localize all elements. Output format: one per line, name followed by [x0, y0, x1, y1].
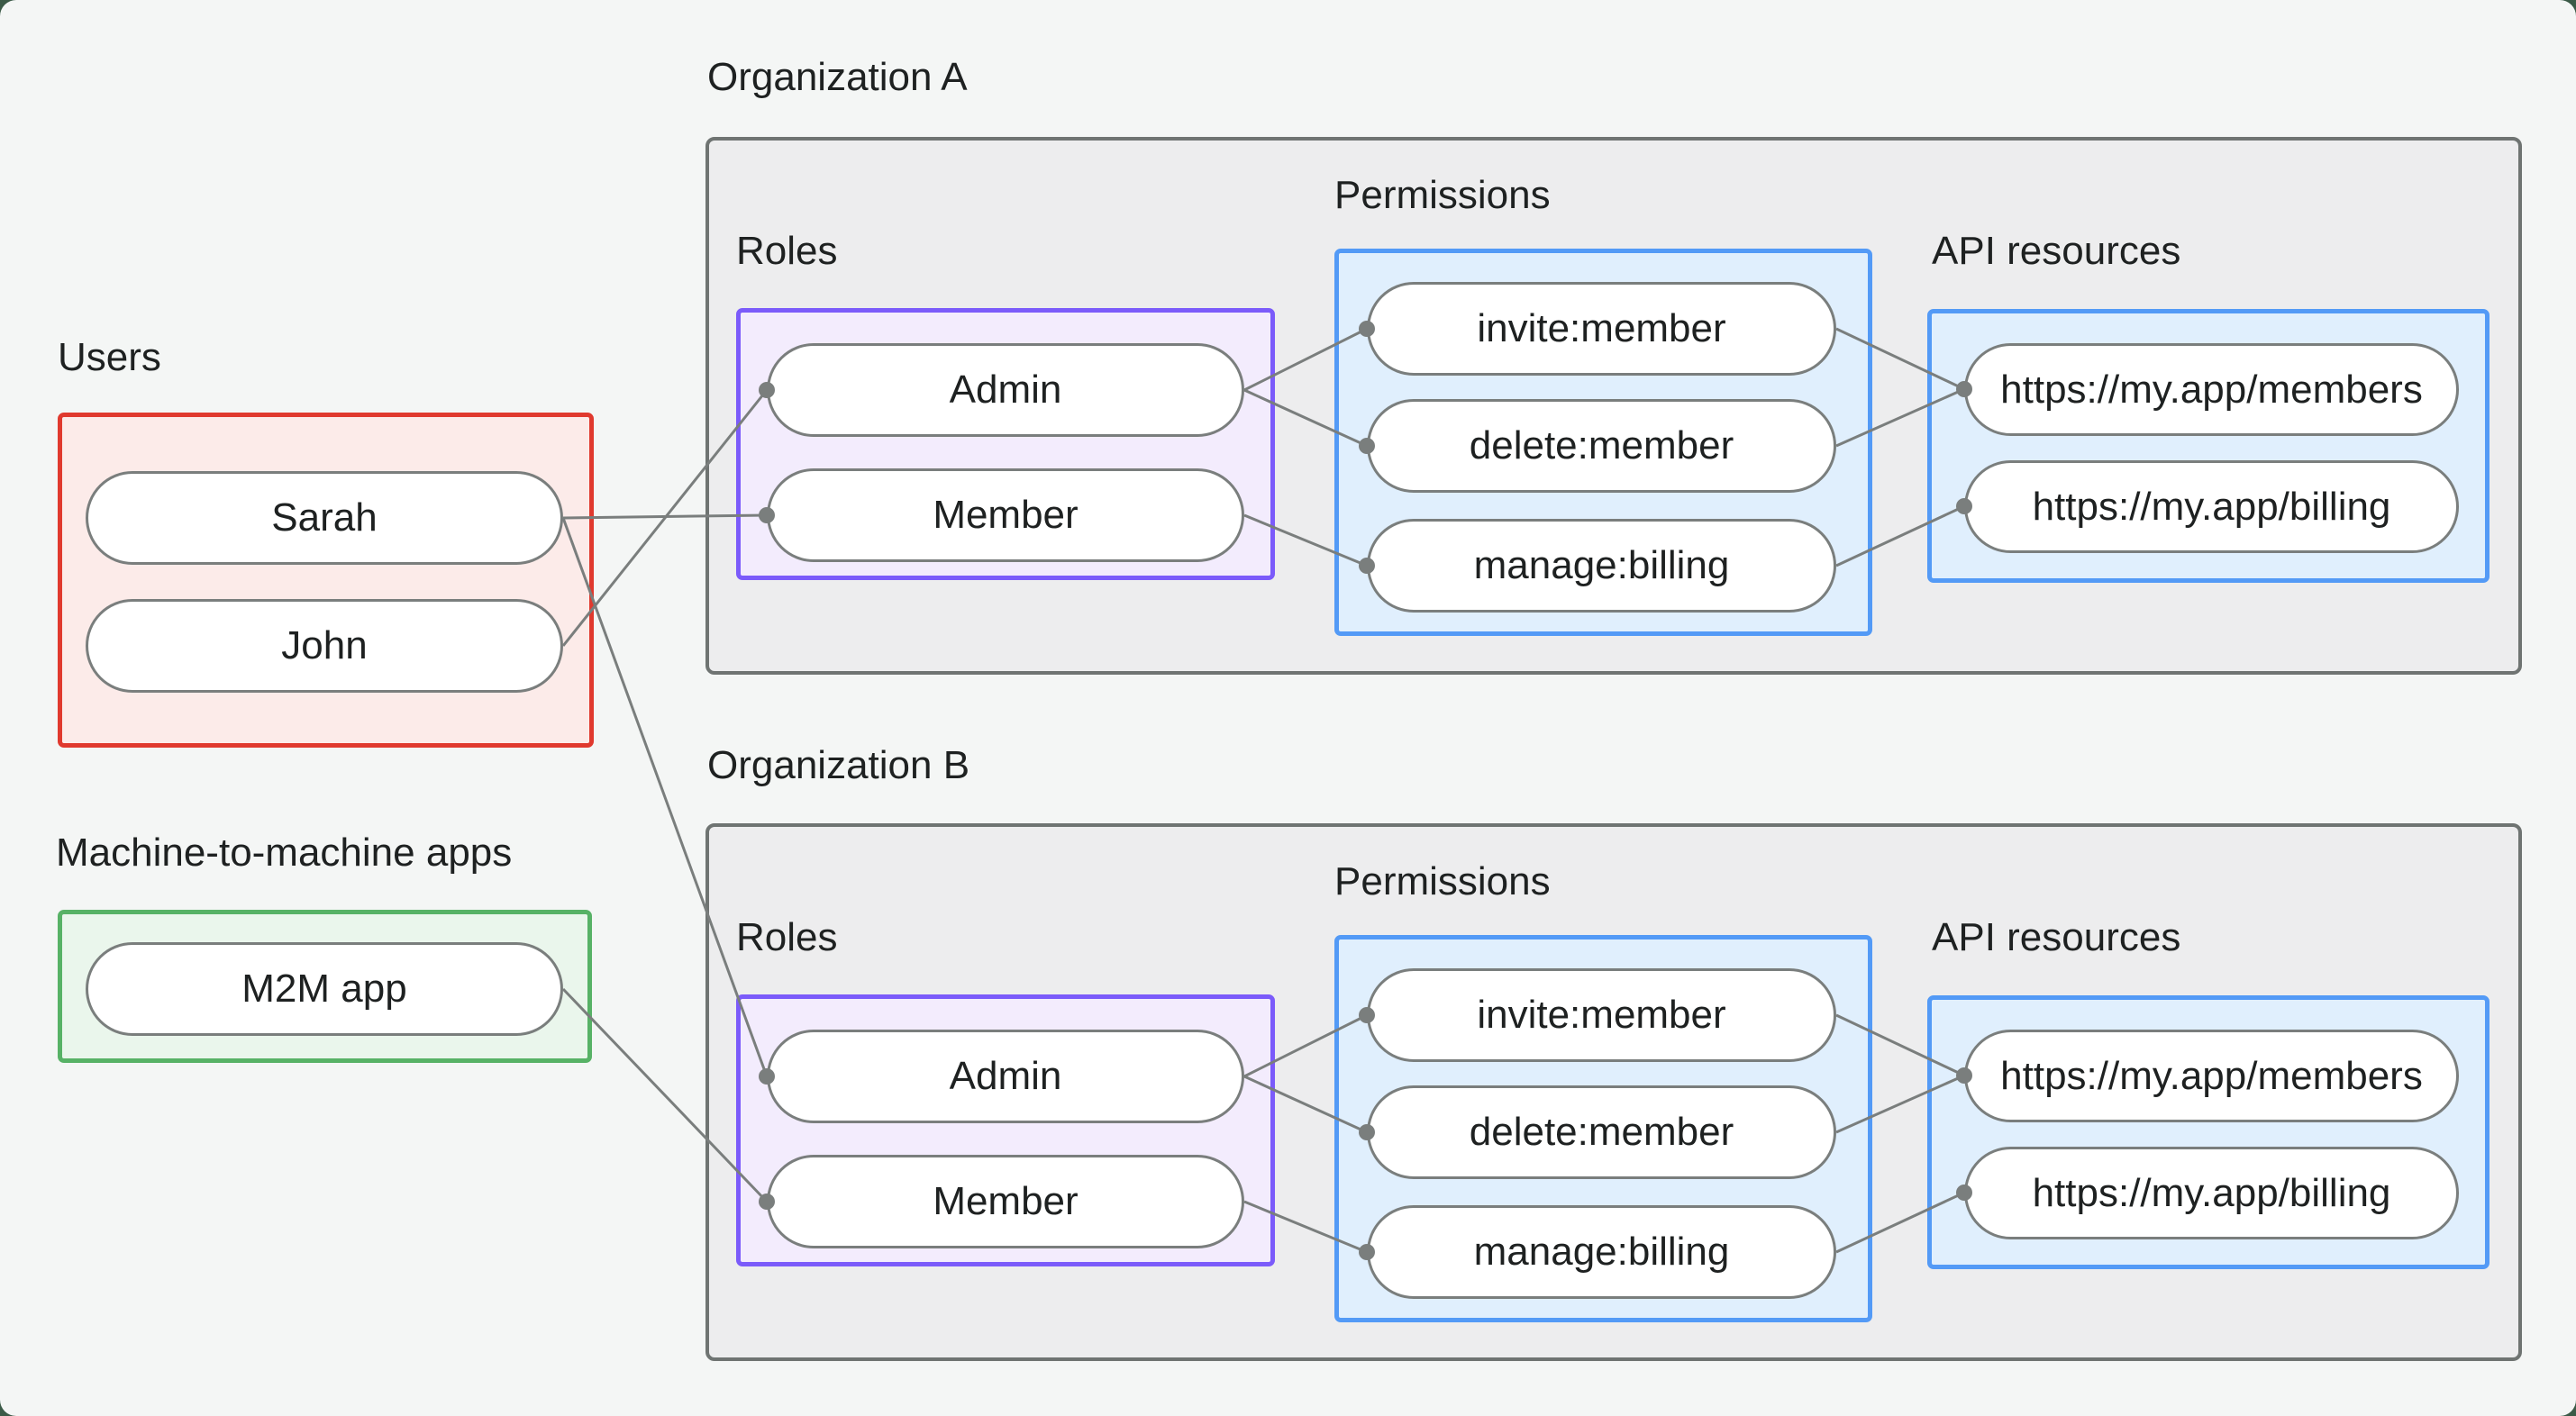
- org-b-permission-node-delete-member: delete:member: [1367, 1085, 1836, 1179]
- org-a-permission-manage-label: manage:billing: [1473, 543, 1730, 587]
- m2m-node-app-label: M2M app: [241, 967, 407, 1011]
- org-a-permission-node-invite-member: invite:member: [1367, 282, 1836, 376]
- org-b-api-node-members: https://my.app/members: [1964, 1030, 2459, 1122]
- org-a-api-node-billing: https://my.app/billing: [1964, 460, 2459, 553]
- org-a-permission-node-delete-member: delete:member: [1367, 399, 1836, 493]
- user-node-john: John: [86, 599, 563, 693]
- org-b-api-resources-label: API resources: [1932, 915, 2181, 959]
- org-b-role-node-member: Member: [767, 1155, 1244, 1248]
- org-b-api-members-label: https://my.app/members: [2000, 1053, 2423, 1098]
- org-a-permission-invite-label: invite:member: [1477, 306, 1726, 350]
- org-a-api-members-label: https://my.app/members: [2000, 367, 2423, 412]
- org-b-api-billing-label: https://my.app/billing: [2032, 1170, 2391, 1215]
- user-node-sarah-label: Sarah: [271, 495, 378, 540]
- m2m-node-app: M2M app: [86, 942, 563, 1036]
- org-b-role-node-admin: Admin: [767, 1030, 1244, 1123]
- org-a-permission-node-manage-billing: manage:billing: [1367, 519, 1836, 613]
- org-a-title: Organization A: [707, 55, 968, 99]
- org-b-role-admin-label: Admin: [949, 1054, 1062, 1098]
- org-a-role-admin-label: Admin: [949, 368, 1062, 412]
- org-b-api-node-billing: https://my.app/billing: [1964, 1147, 2459, 1239]
- org-b-permission-delete-label: delete:member: [1469, 1110, 1734, 1154]
- org-a-permission-delete-label: delete:member: [1469, 423, 1734, 467]
- org-a-role-member-label: Member: [933, 493, 1079, 537]
- org-b-permission-node-manage-billing: manage:billing: [1367, 1205, 1836, 1299]
- org-a-roles-label: Roles: [736, 229, 838, 273]
- org-a-api-resources-label: API resources: [1932, 229, 2181, 273]
- org-a-api-node-members: https://my.app/members: [1964, 343, 2459, 436]
- org-a-permissions-label: Permissions: [1334, 173, 1551, 217]
- org-b-title: Organization B: [707, 743, 970, 787]
- users-section-label: Users: [58, 335, 161, 379]
- user-node-john-label: John: [281, 623, 368, 667]
- m2m-section-label: Machine-to-machine apps: [56, 831, 513, 875]
- org-b-role-member-label: Member: [933, 1179, 1079, 1223]
- org-b-permission-manage-label: manage:billing: [1473, 1230, 1730, 1274]
- user-node-sarah: Sarah: [86, 471, 563, 565]
- org-b-permission-invite-label: invite:member: [1477, 993, 1726, 1037]
- org-a-role-node-member: Member: [767, 468, 1244, 562]
- org-b-permissions-label: Permissions: [1334, 859, 1551, 903]
- org-a-role-node-admin: Admin: [767, 343, 1244, 437]
- org-a-api-billing-label: https://my.app/billing: [2032, 484, 2391, 529]
- org-b-permission-node-invite-member: invite:member: [1367, 968, 1836, 1062]
- users-group-box: [58, 413, 594, 748]
- org-b-roles-label: Roles: [736, 915, 838, 959]
